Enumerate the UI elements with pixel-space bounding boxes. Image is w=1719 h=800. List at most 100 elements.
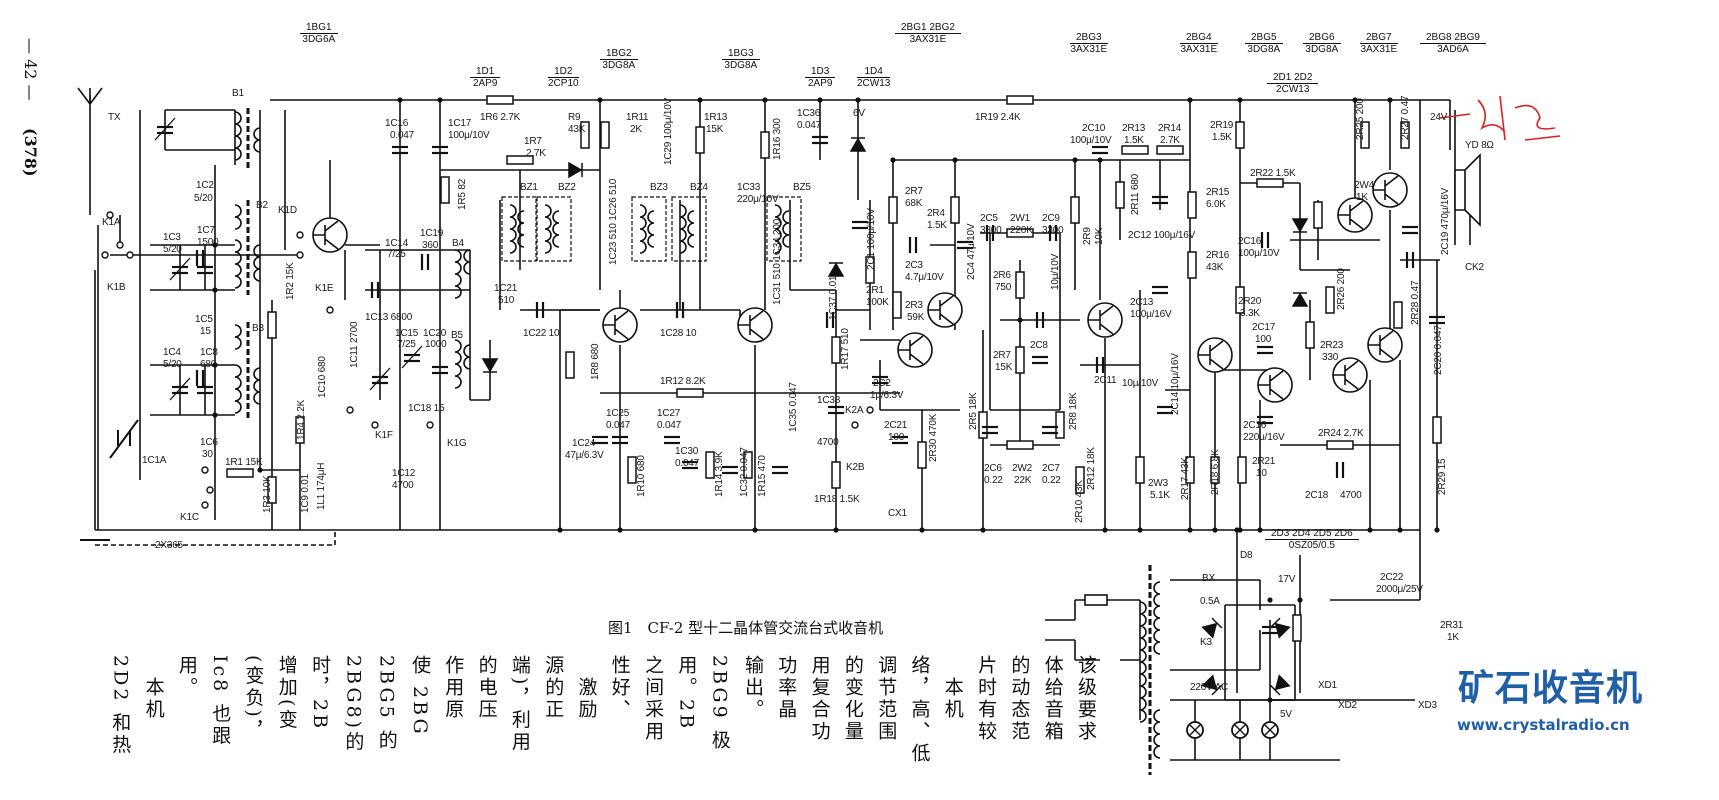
resistor [1187, 191, 1197, 219]
junction-dot [890, 157, 896, 163]
part-type: 3DG6A [302, 34, 336, 45]
text-column: 片时有较 [975, 655, 998, 743]
junction-dot [1352, 97, 1358, 103]
junction-dot [1257, 527, 1263, 533]
text-column: 本机 [941, 655, 964, 721]
switch-contact [101, 251, 109, 259]
component-label: 2C17 [1252, 322, 1276, 333]
component-label: 5/20 [194, 193, 213, 204]
part-ref: 1D2 [548, 66, 579, 78]
resistor [1006, 95, 1034, 105]
component-label: 2C20 0.047 [1433, 325, 1444, 375]
page-reference: (378) [21, 128, 40, 177]
part-type: 3AX31E [1070, 44, 1108, 55]
junction-dot [855, 97, 861, 103]
component-label: 1L1 174μH [316, 462, 327, 510]
resistor [1070, 196, 1080, 224]
resistor [1400, 121, 1410, 149]
part-type: 2AP9 [472, 78, 498, 89]
page-number: — 42 — [21, 38, 40, 101]
junction-dot [212, 242, 218, 248]
component-label: 2R21 [1252, 456, 1276, 467]
component-label: 100 [1255, 334, 1272, 345]
resistor [1135, 456, 1145, 484]
component-label: 2C1 100μ/10V [866, 208, 877, 270]
component-label: 1C36 [797, 108, 821, 119]
component-label: K1D [278, 205, 297, 216]
component-label: TX [108, 112, 121, 123]
switch-contact [296, 231, 304, 239]
component-label: 1R19 2.4K [975, 112, 1021, 123]
component-label: 1R3 10K [262, 475, 273, 513]
component-label: 0.047 [390, 130, 415, 141]
text-column: 用。 [175, 655, 198, 699]
diode-icon [1291, 218, 1309, 233]
component-label: 2W4 [1354, 180, 1374, 191]
component-label: 5V [1280, 709, 1292, 720]
component-label: 1R11 [626, 112, 649, 123]
component-label: 1C1A [142, 455, 167, 466]
component-label: 100K [866, 297, 889, 308]
component-label: 2R10 43K [1074, 480, 1085, 523]
component-label: 2R12 18K [1086, 447, 1097, 490]
diode-icon [568, 161, 583, 179]
part-type: 3AD6A [1437, 44, 1469, 55]
component-label: 7/25 [397, 339, 416, 350]
component-label: 2R23 [1320, 340, 1344, 351]
component-label: 47μ/6.3V [565, 450, 604, 461]
component-label: 2R1 [866, 285, 884, 296]
junction-dot [1017, 317, 1023, 323]
component-label: 1500 [197, 237, 219, 248]
component-label: 68K [905, 198, 923, 209]
part-ref: 2BG6 [1303, 32, 1341, 44]
part-ref: 2BG4 [1180, 32, 1218, 44]
component-label: 1C22 10 [523, 328, 560, 339]
component-label: 2.7K [526, 148, 546, 159]
component-label: 5.1K [1150, 490, 1170, 501]
resistor [1313, 201, 1323, 229]
resistor [1237, 456, 1247, 484]
resistor [600, 121, 610, 149]
resistor [1115, 181, 1125, 209]
part-ref: 2D1 2D2 [1267, 72, 1319, 84]
junction-dot [817, 97, 823, 103]
component-label: K1E [315, 283, 334, 294]
antenna-icon [77, 87, 103, 106]
component-label: 1C19 [420, 228, 444, 239]
resistor [892, 291, 902, 319]
component-label: 100μ/16V [1130, 309, 1172, 320]
text-column: 功率晶 [775, 655, 798, 721]
component-label: 2R19 [1210, 120, 1234, 131]
junction-dot [617, 527, 623, 533]
junction-dot [212, 287, 218, 293]
component-label: 1R8 680 [590, 343, 601, 380]
resistor [1015, 271, 1025, 299]
component-label: 1μ/6.3V [870, 390, 904, 401]
transistor-leads [1338, 200, 1364, 230]
junction-dot [1072, 157, 1078, 163]
component-label: 680 [200, 359, 217, 370]
junction-dot [437, 97, 443, 103]
component-label: 2W1 [1010, 213, 1030, 224]
component-label: 2R4 [927, 208, 945, 219]
component-label: 0.5A [1200, 596, 1220, 607]
junction-dot [1267, 597, 1273, 603]
junction-dot [1097, 157, 1103, 163]
component-label: 1C16 [385, 118, 409, 129]
junction-dot [1212, 527, 1218, 533]
component-label: 1C17 [448, 118, 472, 129]
if-transformer-shield [501, 196, 537, 262]
junction-dot [1367, 527, 1373, 533]
component-label: 360 [422, 240, 439, 251]
resistor [1326, 440, 1354, 450]
component-label: 1R15 470 [757, 455, 768, 497]
coil [509, 204, 517, 254]
component-label: 1R4 2.2K [296, 399, 307, 440]
switch-contact [866, 406, 874, 414]
resistor [695, 126, 705, 154]
coil [234, 364, 242, 414]
text-column: 增加(变 [275, 655, 298, 732]
